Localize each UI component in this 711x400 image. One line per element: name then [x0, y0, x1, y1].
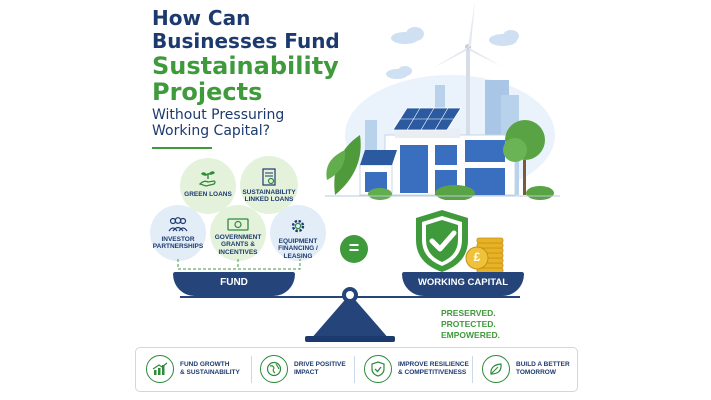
leaf-icon	[482, 355, 510, 383]
pound-symbol: £	[473, 250, 481, 264]
benefit-line-2: & COMPETITIVENESS	[398, 369, 467, 376]
sustainable-building-illustration	[325, 0, 560, 200]
benefit-line-2: & SUSTAINABILITY	[180, 369, 240, 376]
tagline-line-1: PRESERVED.	[441, 308, 496, 318]
benefit-line-1: IMPROVE RESILIENCE	[398, 360, 469, 368]
plant-hand-icon	[198, 171, 216, 187]
coin-stack-illustration	[465, 237, 504, 274]
benefit-line-2: TOMORROW	[516, 369, 556, 376]
benefit-line-1: FUND GROWTH	[180, 360, 230, 368]
benefit-line-2: IMPACT	[294, 369, 319, 376]
fund-label: FUND	[220, 277, 248, 288]
title-line-6: Working Capital?	[152, 123, 271, 139]
tagline: PRESERVED. PROTECTED. EMPOWERED.	[441, 308, 500, 341]
option-green-loans: GREEN LOANS	[180, 158, 236, 214]
option-label-line1: GOVERNMENT	[214, 234, 262, 241]
divider	[354, 356, 355, 383]
option-label-line1: INVESTOR	[161, 236, 195, 243]
gear-icon	[291, 219, 305, 233]
shield-check-illustration	[416, 210, 468, 272]
title-line-4: Projects	[152, 78, 263, 106]
benefit-improve-resilience: IMPROVE RESILIENCE& COMPETITIVENESS	[364, 354, 469, 384]
shield-check-icon	[364, 355, 392, 383]
document-icon	[262, 168, 276, 186]
divider	[251, 356, 252, 383]
money-icon	[227, 218, 249, 231]
option-label-line3: INCENTIVES	[218, 248, 258, 256]
benefit-line-1: DRIVE POSITIVE	[294, 360, 346, 368]
option-label-line2: LINKED LOANS	[244, 196, 294, 204]
tagline-line-3: EMPOWERED.	[441, 330, 501, 341]
option-label: GREEN LOANS	[184, 191, 232, 198]
option-label-line1: EQUIPMENT	[278, 238, 318, 245]
option-label-line2: PARTNERSHIPS	[152, 243, 204, 251]
tagline-line-2: PROTECTED.	[441, 319, 496, 330]
option-label-line2: FINANCING /	[278, 245, 318, 253]
balance-scale	[180, 287, 520, 342]
option-label-line1: SUSTAINABILITY	[242, 189, 296, 196]
people-icon	[168, 217, 188, 232]
divider	[472, 356, 473, 383]
benefits-bar: FUND GROWTH& SUSTAINABILITY DRIVE POSITI…	[135, 347, 578, 392]
title-line-2: Businesses Fund	[152, 29, 340, 53]
globe-icon	[260, 355, 288, 383]
title-line-5: Without Pressuring	[152, 107, 285, 123]
option-label-line3: LEASING	[283, 252, 313, 260]
benefit-line-1: BUILD A BETTER	[516, 360, 570, 368]
option-label-line2: GRANTS &	[221, 241, 255, 249]
title-line-1: How Can	[152, 6, 251, 30]
equals-badge: =	[340, 235, 368, 263]
benefit-fund-growth: FUND GROWTH& SUSTAINABILITY	[146, 354, 240, 384]
working-capital-label: WORKING CAPITAL	[417, 277, 509, 288]
fund-pan: FUND	[173, 272, 295, 296]
title-underline	[152, 147, 212, 149]
equals-sign: =	[348, 238, 360, 258]
title-line-3: Sustainability	[152, 52, 339, 80]
growth-chart-icon	[146, 355, 174, 383]
working-capital-pan: WORKING CAPITAL	[402, 272, 524, 296]
